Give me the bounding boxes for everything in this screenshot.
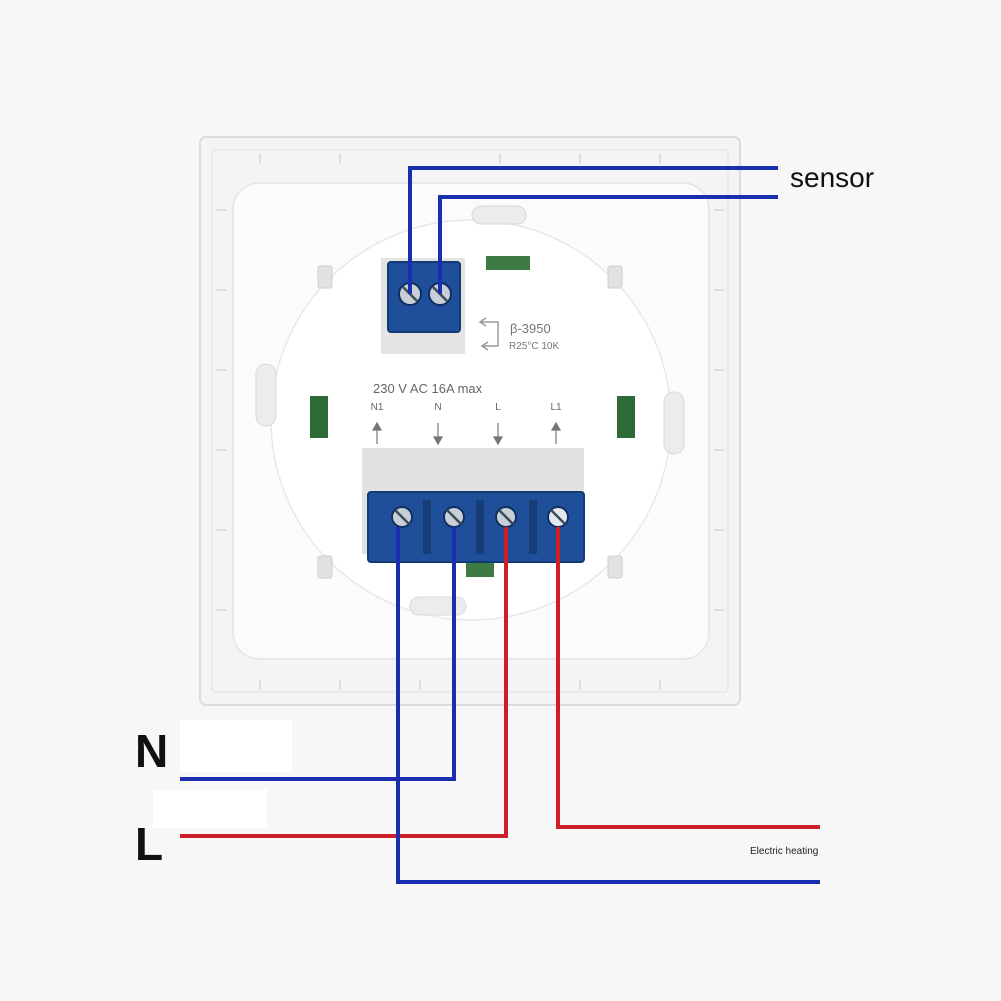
terminal-dividers bbox=[423, 500, 537, 554]
contact-left bbox=[310, 396, 328, 438]
terminal-label-l1: L1 bbox=[550, 402, 562, 413]
electric-heating-label: Electric heating bbox=[750, 846, 819, 857]
sensor-wire-2 bbox=[438, 195, 778, 294]
terminal-label-n1: N1 bbox=[370, 402, 384, 413]
neutral-wire bbox=[180, 527, 456, 781]
frame-ribs bbox=[216, 154, 724, 690]
contact-top bbox=[486, 256, 530, 270]
heating-live-wire bbox=[556, 527, 820, 829]
contact-bottom bbox=[466, 561, 494, 577]
contact-right bbox=[617, 396, 635, 438]
sensor-resistance-text: R25°C 10K bbox=[509, 341, 560, 352]
terminal-arrows bbox=[371, 421, 562, 446]
mounting-slot-left bbox=[255, 363, 277, 427]
neutral-label: N bbox=[135, 725, 169, 777]
label-backing-l bbox=[153, 790, 267, 828]
terminal-label-l: L bbox=[495, 402, 501, 413]
mounting-slot-top bbox=[471, 205, 527, 225]
sensor-spec-text: β-3950 bbox=[510, 321, 551, 336]
outer-frame-inner-edge bbox=[211, 149, 729, 693]
sensor-spec-arrows bbox=[478, 317, 499, 351]
terminal-label-n: N bbox=[434, 402, 442, 413]
mounting-slot-right bbox=[663, 391, 685, 455]
rating-text: 230 V AC 16A max bbox=[373, 381, 483, 396]
sensor-label: sensor bbox=[790, 162, 875, 193]
heating-neutral-wire bbox=[396, 527, 820, 884]
mounting-slot-bottom bbox=[409, 596, 467, 616]
plate-clips bbox=[317, 265, 623, 579]
sensor-wire-1 bbox=[408, 166, 778, 294]
live-label: L bbox=[135, 818, 164, 870]
label-backing-n bbox=[180, 720, 292, 772]
live-wire bbox=[180, 527, 508, 838]
